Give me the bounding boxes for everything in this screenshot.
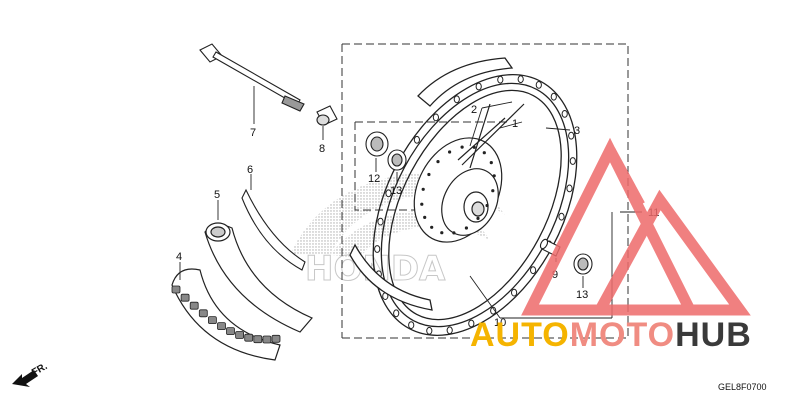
- rim-hole: [510, 288, 518, 297]
- rim-hole: [377, 217, 384, 226]
- rim-band-part: [349, 57, 514, 311]
- hub-spoke-hole: [482, 151, 486, 155]
- rim-hole: [568, 131, 575, 140]
- tire-knob: [226, 327, 235, 336]
- rim-hole: [393, 309, 400, 318]
- tire-part: [171, 268, 281, 361]
- rim-hole: [475, 82, 482, 91]
- tire-knob: [207, 316, 217, 325]
- tire-knob: [217, 322, 226, 331]
- hub-spoke-hole: [464, 226, 468, 230]
- rim-hole: [426, 326, 433, 335]
- hub-spoke-hole: [427, 172, 431, 177]
- rim-hole: [569, 157, 576, 165]
- bearing-13-lower: [573, 253, 593, 275]
- rim-band-6: [241, 188, 306, 271]
- tire-knob: [235, 331, 245, 339]
- hub-spoke-hole: [452, 231, 456, 235]
- callout-13-lower: 13: [576, 289, 588, 301]
- rim-hole: [432, 113, 439, 122]
- hub-spoke-hole: [440, 231, 444, 235]
- tire-knob: [253, 335, 263, 344]
- rim-hole: [566, 184, 573, 193]
- front-label: FR.: [30, 361, 50, 379]
- brand-auto: AUTO: [470, 316, 570, 354]
- callout-6: 6: [247, 164, 253, 176]
- callout-10: 10: [494, 317, 506, 329]
- callout-13-upper: 13: [390, 185, 402, 197]
- hub-spoke-hole: [448, 150, 452, 154]
- drawing-code: GEL8F0700: [718, 382, 767, 392]
- front-direction-indicator: FR.: [12, 361, 50, 387]
- collar-part: [316, 105, 338, 126]
- hub-spoke-hole: [421, 187, 425, 191]
- hub-spoke-hole: [491, 189, 495, 193]
- rim-hole: [558, 212, 565, 221]
- leader-lines: [179, 86, 642, 319]
- rim-hole: [517, 75, 524, 84]
- rim-hole: [408, 321, 415, 330]
- hub-spoke-hole: [476, 216, 480, 220]
- rim-hole: [535, 81, 542, 89]
- tire-knob: [189, 301, 199, 310]
- callout-9: 9: [552, 269, 558, 281]
- rim-hole: [490, 306, 497, 315]
- brand-hub: HUB: [675, 316, 752, 354]
- hub-spoke-hole: [489, 161, 493, 165]
- brand-moto: MOTO: [570, 316, 675, 354]
- hub-spoke-hole: [430, 225, 434, 229]
- tire-knob: [171, 285, 181, 294]
- rim-hole: [561, 110, 568, 118]
- bearing-12: [365, 131, 389, 157]
- hub-spoke-hole: [492, 174, 496, 178]
- hub-spoke-hole: [420, 202, 424, 206]
- rim-hole: [453, 95, 460, 104]
- callout-7: 7: [250, 127, 256, 139]
- hub-spoke-hole: [460, 145, 464, 149]
- callout-12: 12: [368, 173, 380, 185]
- automotohub-watermark: AUTOMOTOHUB: [470, 137, 752, 354]
- tire-knob: [180, 293, 190, 302]
- spokes-part: [457, 103, 525, 169]
- tire-knob: [271, 334, 281, 343]
- rim-hole: [446, 326, 453, 335]
- callout-2: 2: [471, 104, 477, 116]
- hub-spoke-hole: [436, 160, 440, 164]
- rim-hole: [550, 92, 557, 101]
- rim-hole: [374, 245, 381, 253]
- rim-hole: [497, 75, 504, 84]
- watermark-triangle-logo: [521, 137, 751, 316]
- rim-hole: [385, 189, 392, 198]
- tube-part: [204, 222, 313, 333]
- axle-part: [199, 43, 305, 112]
- bearing-13-upper: [387, 149, 407, 171]
- tire-knob: [244, 333, 254, 342]
- callout-1: 1: [512, 118, 518, 130]
- callout-8: 8: [319, 143, 325, 155]
- hub-spoke-hole: [423, 215, 427, 219]
- tire-knob: [198, 309, 208, 318]
- rim-hole: [413, 135, 420, 144]
- callout-5: 5: [214, 189, 220, 201]
- rim-hole: [468, 319, 475, 328]
- callouts: 1 2 3 4 5 6 7 8 9 10 11 12 13 13: [176, 104, 659, 329]
- callout-4: 4: [176, 251, 182, 263]
- rim-hole: [530, 266, 537, 275]
- callout-3: 3: [574, 125, 580, 137]
- svg-text:AUTOMOTOHUB: AUTOMOTOHUB: [470, 316, 752, 354]
- hub-spoke-hole: [485, 203, 489, 208]
- front-arrow-icon: [12, 370, 38, 387]
- hub-part: [413, 137, 503, 243]
- tire-knob: [262, 335, 272, 344]
